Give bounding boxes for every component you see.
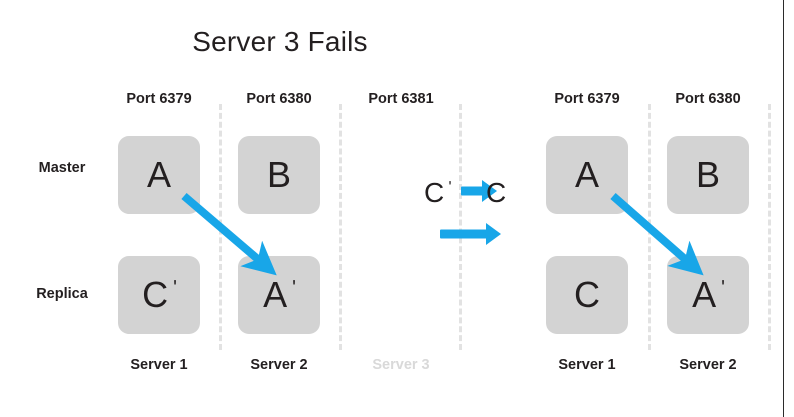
node-after-replica-1: C [546, 256, 628, 334]
divider-after-2 [768, 104, 771, 350]
node-glyph: A [574, 154, 599, 195]
node-glyph: B [695, 154, 720, 195]
node-glyph: C [574, 274, 600, 315]
legend-arrow-standalone [440, 223, 502, 245]
server-label-before-1: Server 1 [130, 357, 188, 373]
node-glyph: B [266, 154, 291, 195]
divider-before-2 [339, 104, 342, 350]
divider-before-3 [459, 104, 462, 350]
node-glyph: A ʹ [692, 274, 725, 315]
legend-arrow-inline [461, 180, 497, 202]
server-label-after-1: Server 1 [558, 357, 616, 373]
legend-to-term: C [486, 177, 507, 208]
node-after-master-2: B [667, 136, 749, 214]
node-before-replica-1: C ʹ [118, 256, 200, 334]
legend-from-term: C ʹ [424, 177, 452, 208]
server-label-after-2: Server 2 [679, 357, 737, 373]
node-glyph: A [146, 154, 171, 195]
port-label-before-1: Port 6379 [126, 91, 192, 107]
row-label-master: Master [38, 160, 86, 176]
port-label-before-3: Port 6381 [368, 91, 434, 107]
node-glyph: A ʹ [263, 274, 296, 315]
server-label-before-2: Server 2 [250, 357, 308, 373]
port-label-after-2: Port 6380 [675, 91, 741, 107]
right-edge-rule [783, 0, 784, 417]
node-glyph: C ʹ [142, 274, 177, 315]
node-before-master-2: B [238, 136, 320, 214]
server-label-before-3: Server 3 [372, 357, 430, 373]
port-label-after-1: Port 6379 [554, 91, 620, 107]
row-label-replica: Replica [36, 286, 88, 302]
page-title: Server 3 Fails [192, 26, 368, 57]
port-label-before-2: Port 6380 [246, 91, 312, 107]
